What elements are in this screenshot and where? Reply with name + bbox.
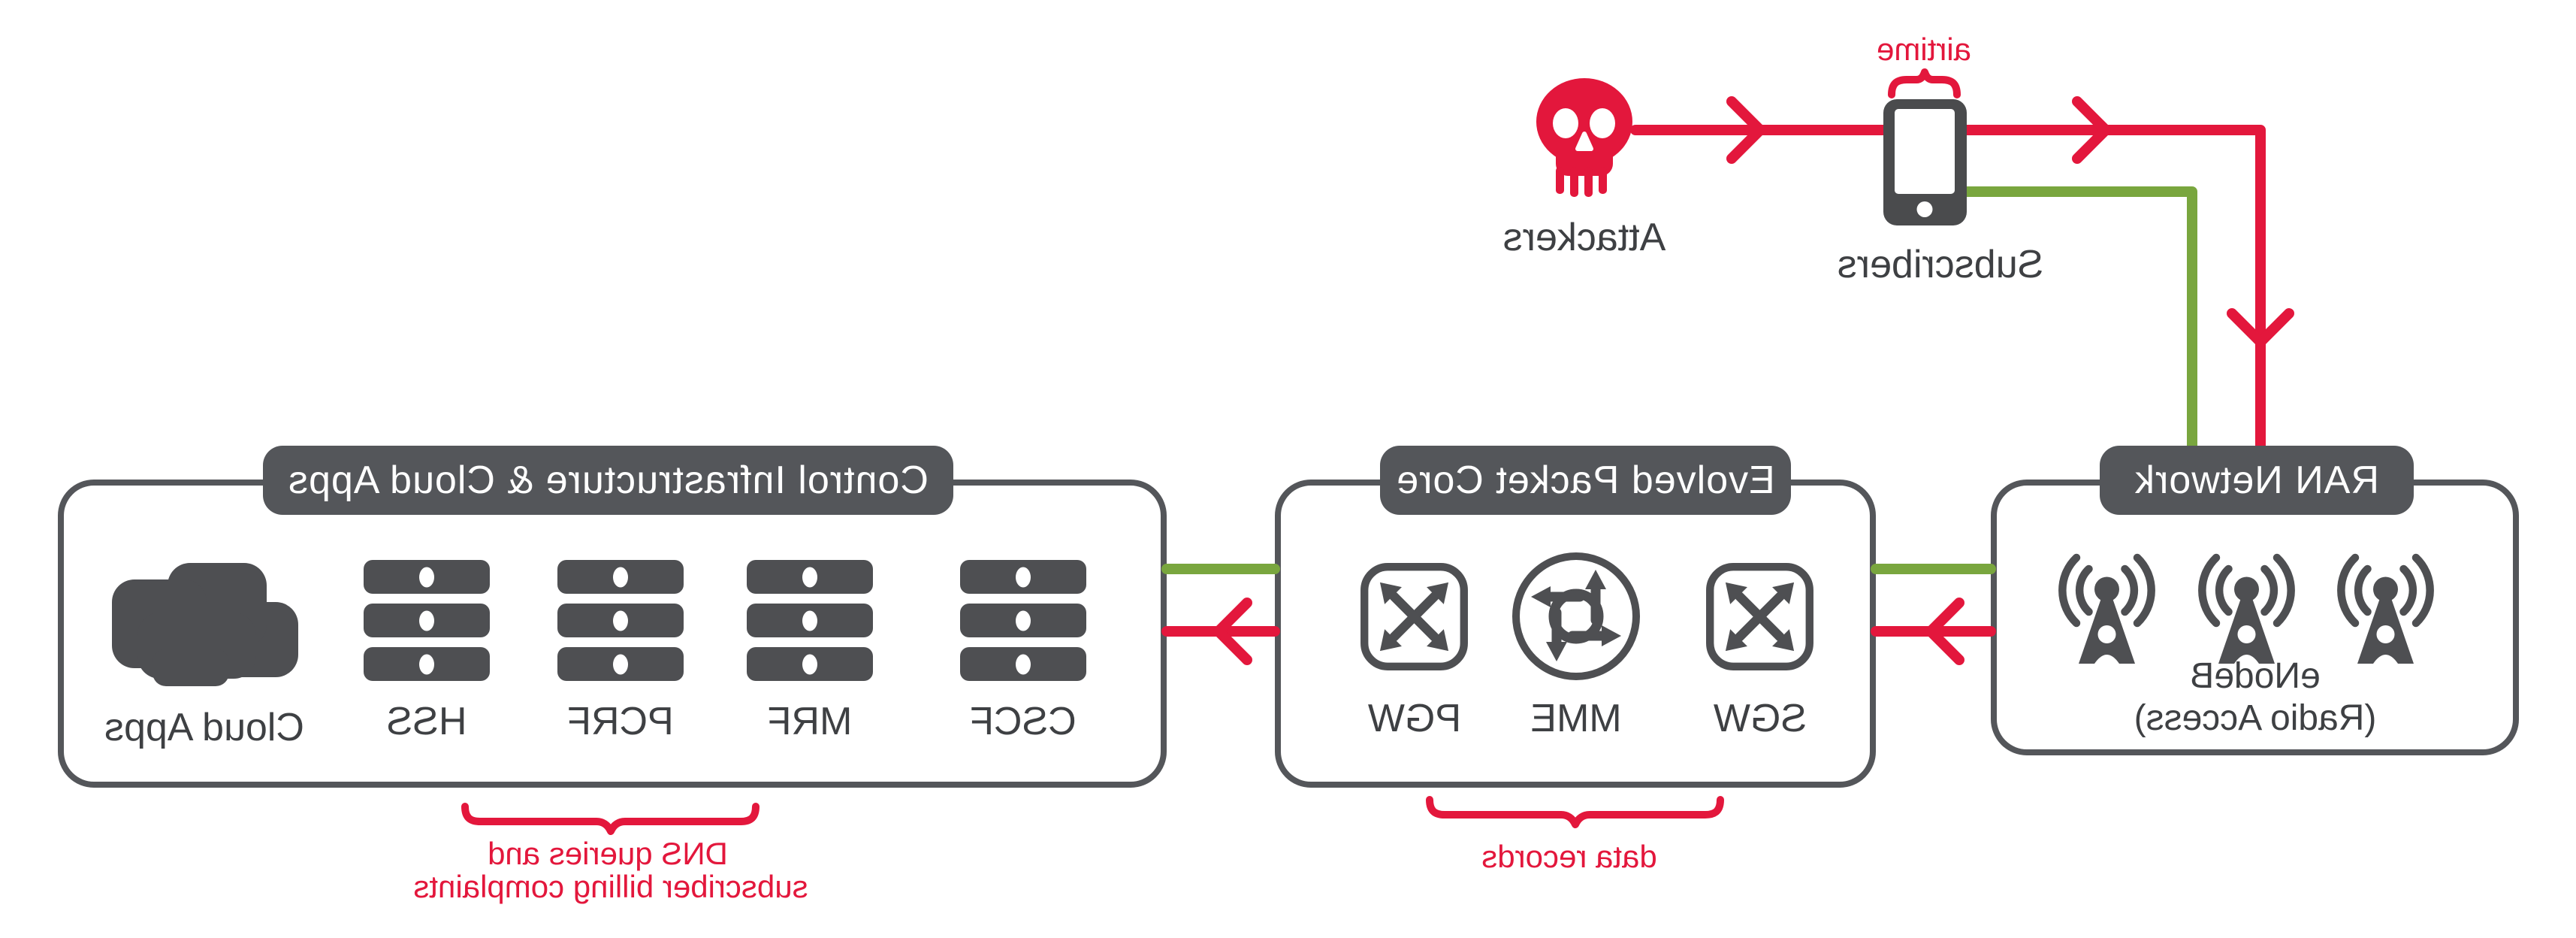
epc-control-links	[1161, 564, 1280, 665]
ran-epc-links	[1871, 564, 1996, 665]
arrowhead-down	[2227, 308, 2294, 347]
cell-tower-icon	[2058, 553, 2155, 664]
data-records-brace	[1426, 796, 1724, 828]
arrowhead	[2072, 96, 2111, 164]
ran-network-banner: RAN Network	[2100, 446, 2414, 515]
switch-arrows-icon	[1360, 563, 1468, 670]
switch-arrows-icon	[1706, 563, 1813, 670]
attack-flow-line	[1630, 96, 2294, 456]
phone-home-button	[1917, 201, 1933, 217]
arrowhead	[1213, 598, 1252, 665]
subscriber-flow-line	[1958, 186, 2197, 456]
control-infrastructure-banner: Control Infrastructure & Cloud Apps	[263, 446, 953, 515]
arrowhead	[1726, 96, 1765, 164]
cell-tower-icon	[2198, 553, 2295, 664]
airtime-brace	[1888, 68, 1961, 98]
ran-network-title: RAN Network	[2134, 458, 2379, 502]
router-arrows-icon	[1512, 552, 1640, 680]
epc-title: Evolved Packet Core	[1396, 458, 1775, 502]
smartphone-icon	[1883, 99, 1967, 225]
control-infrastructure-title: Control Infrastructure & Cloud Apps	[288, 458, 929, 502]
phone-screen	[1895, 109, 1955, 194]
annotation-braces	[461, 68, 1961, 835]
skull-icon	[1536, 78, 1632, 197]
arrowhead	[1925, 598, 1964, 665]
cell-tower-icon	[2337, 553, 2434, 664]
epc-banner: Evolved Packet Core	[1380, 446, 1791, 515]
dns-brace	[461, 803, 760, 835]
